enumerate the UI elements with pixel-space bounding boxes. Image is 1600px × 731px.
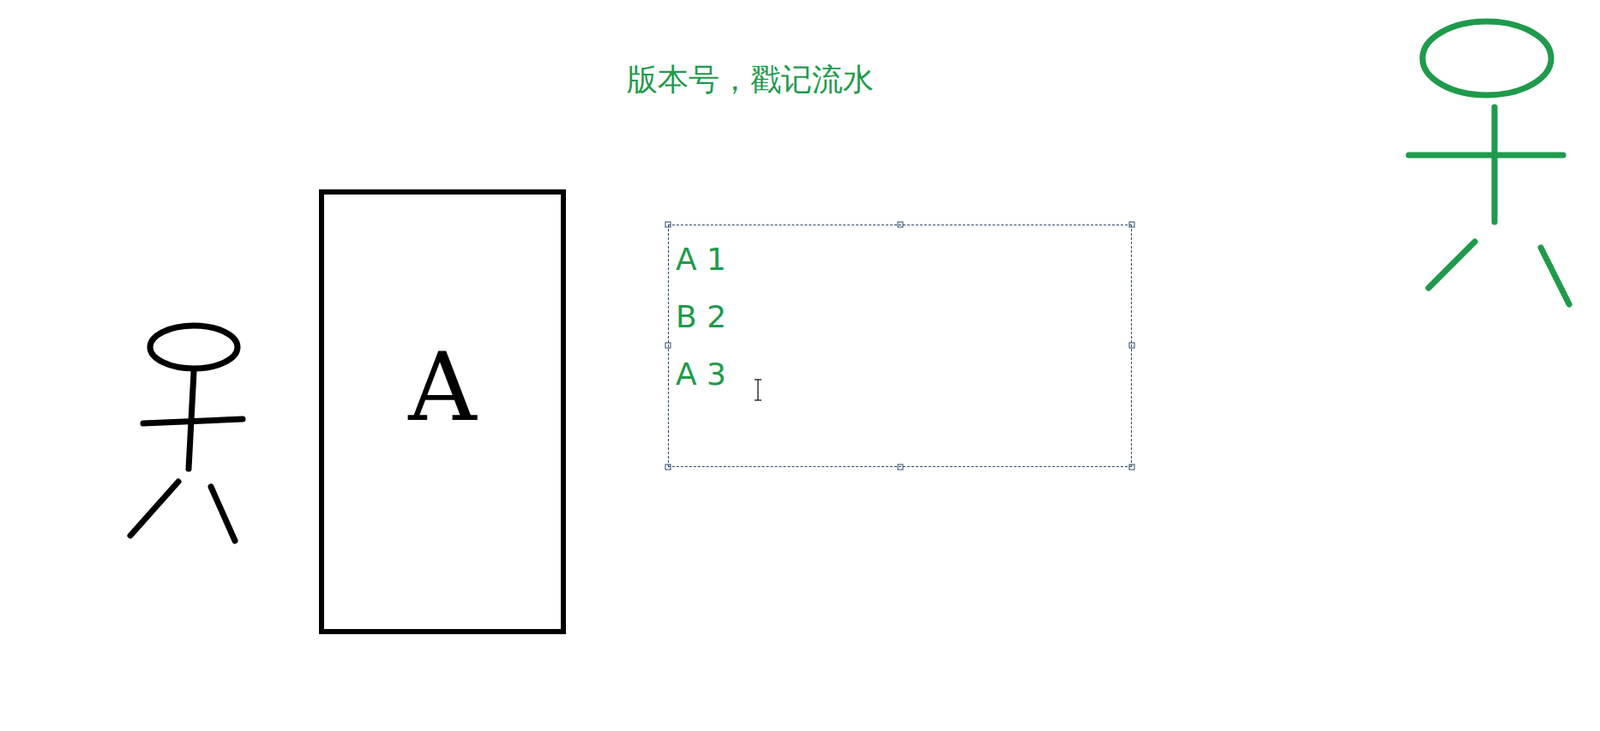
green-stick-figure	[1408, 21, 1570, 305]
document-letter: A	[408, 333, 476, 443]
record-line: A 1	[675, 241, 727, 277]
record-box: A 1 B 2 A 3	[667, 224, 1132, 468]
black-stick-figure	[130, 325, 243, 542]
selection-handles	[665, 222, 1135, 470]
record-line: A 3	[675, 356, 727, 392]
text-cursor	[754, 379, 762, 401]
title: 版本号，戳记流水	[626, 59, 874, 102]
document-box: A	[318, 189, 566, 635]
record-line: B 2	[675, 299, 727, 335]
